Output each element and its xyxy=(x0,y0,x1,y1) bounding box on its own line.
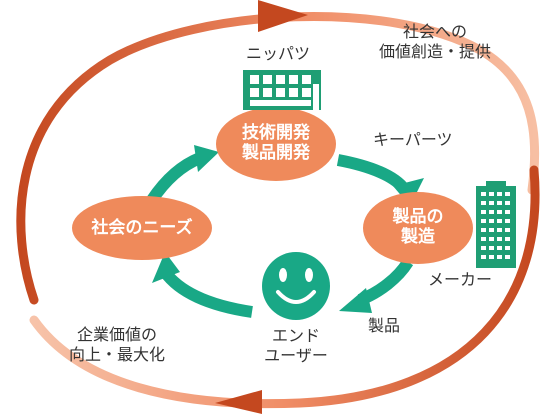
green-arrow-needs-to-tech xyxy=(147,152,203,204)
label-social-value: 社会への 価値創造・提供 xyxy=(378,22,491,61)
node-tech-dev-label: 技術開発 製品開発 xyxy=(242,123,310,164)
label-end-user: エンド ユーザー xyxy=(264,326,328,365)
label-nippatsu: ニッパツ xyxy=(246,44,311,63)
node-manufacturing xyxy=(363,192,473,264)
outer-arrowhead-bottom xyxy=(215,390,262,414)
node-manufacturing-label: 製品の 製造 xyxy=(392,207,444,248)
label-product: 製品 xyxy=(368,316,401,335)
label-maker: メーカー xyxy=(428,270,493,289)
node-tech-dev xyxy=(216,107,336,181)
factory-building-icon xyxy=(243,70,321,110)
green-arrowhead-tech xyxy=(194,145,219,172)
outer-arrow-bottom xyxy=(29,165,540,409)
label-key-parts: キーパーツ xyxy=(373,130,453,149)
green-arrowhead-manufacturing xyxy=(393,178,424,206)
node-social-needs xyxy=(72,196,212,260)
green-arrowhead-user xyxy=(339,288,372,313)
outer-arrowhead-top xyxy=(258,0,308,32)
smiley-face-icon xyxy=(262,252,330,320)
outer-arrow-top xyxy=(16,11,540,305)
green-arrowhead-needs xyxy=(152,252,180,283)
green-arrow-user-to-needs xyxy=(160,268,253,318)
office-tower-icon xyxy=(476,181,516,268)
label-corp-value: 企業価値の 向上・最大化 xyxy=(68,325,165,364)
node-social-needs-label: 社会のニーズ xyxy=(91,218,193,238)
